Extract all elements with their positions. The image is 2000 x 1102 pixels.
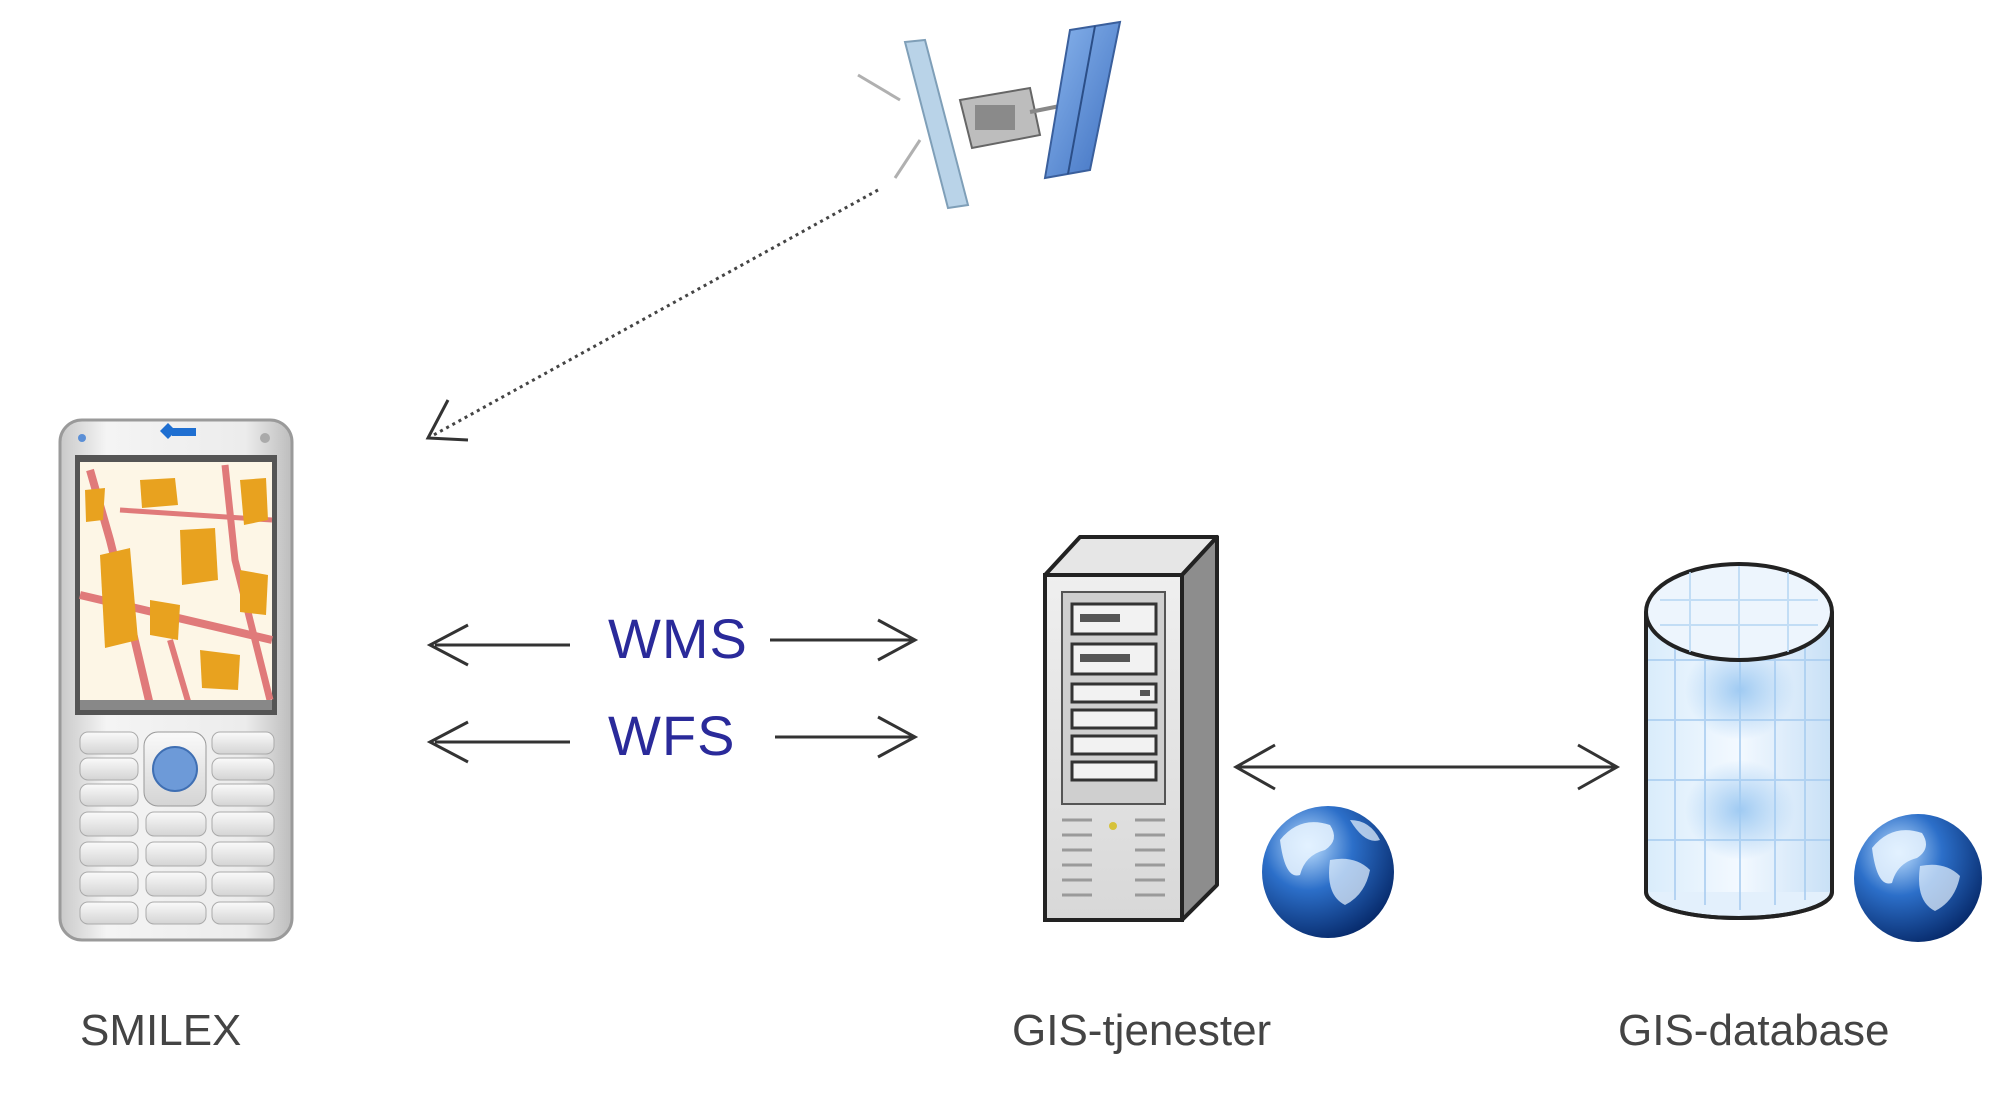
- mobile-phone-icon: [58, 418, 294, 942]
- wfs-arrow-left: [426, 720, 570, 764]
- protocol-label-wms: WMS: [608, 607, 748, 670]
- server-tower-icon: [1043, 535, 1219, 922]
- wms-arrow-right: [770, 618, 919, 662]
- globe-icon: [1854, 814, 1982, 942]
- phone-keypad: [79, 731, 275, 925]
- satellite-icon: [857, 20, 1122, 210]
- wfs-arrow-right: [775, 715, 919, 759]
- server-database-arrow: [1232, 743, 1621, 791]
- phone-map-screen: [79, 462, 274, 710]
- database-cylinder-icon: [1644, 562, 1834, 920]
- node-label-smilex: SMILEX: [80, 1006, 242, 1055]
- protocol-label-wfs: WFS: [608, 704, 736, 767]
- node-label-gis-tjenester: GIS-tjenester: [1012, 1006, 1272, 1055]
- globe-icon: [1262, 806, 1394, 938]
- node-label-gis-database: GIS-database: [1618, 1006, 1890, 1055]
- wms-arrow-left: [426, 623, 570, 667]
- gps-link-arrow: [425, 188, 879, 442]
